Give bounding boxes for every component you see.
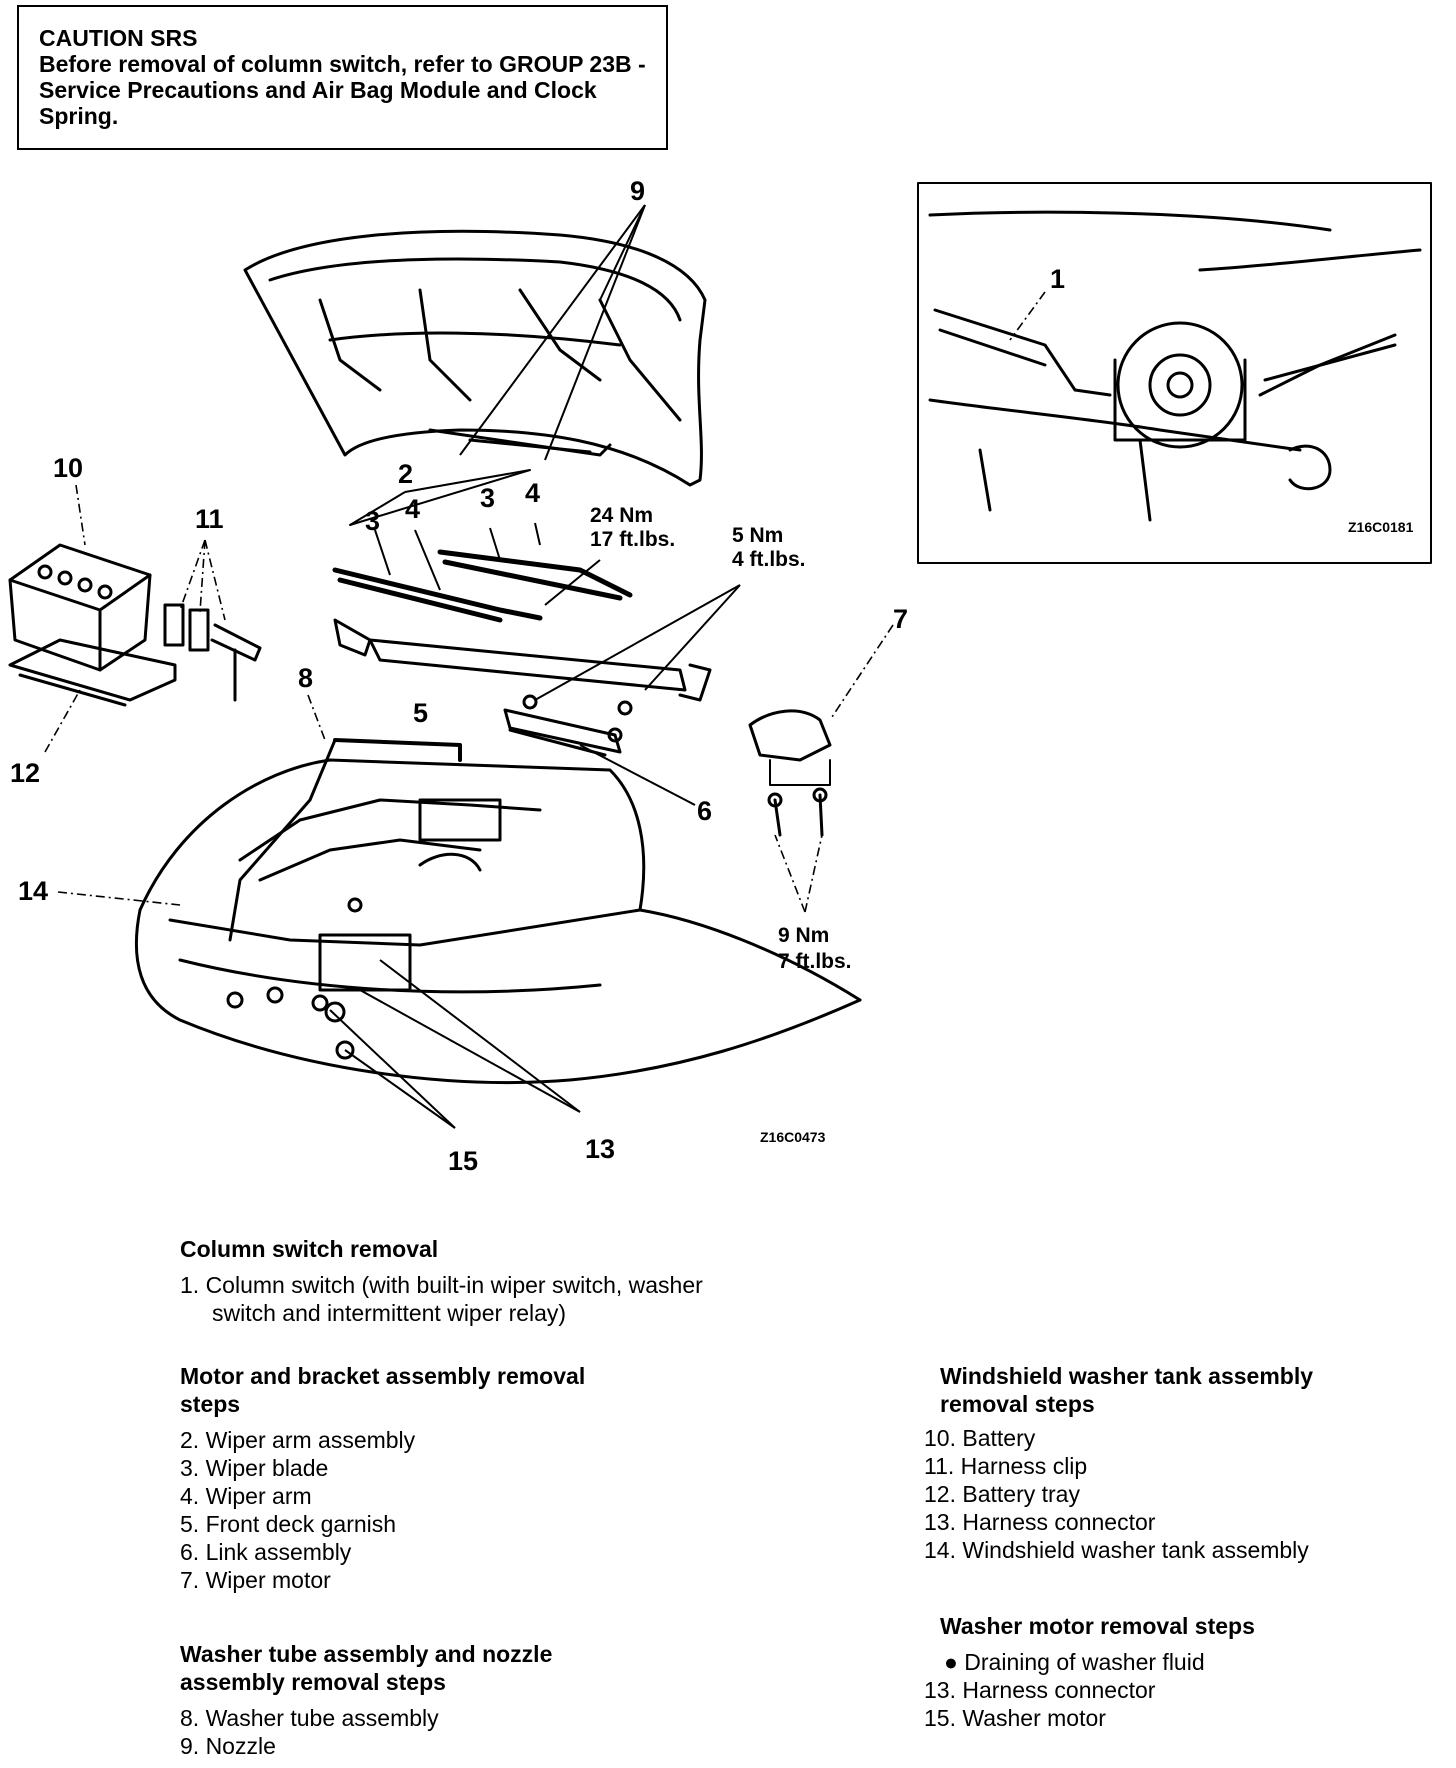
link-assembly-drawing xyxy=(503,694,633,757)
inset-figure-code: Z16C0181 xyxy=(1348,519,1414,535)
label-14: 14 xyxy=(18,876,48,906)
label-4b: 4 xyxy=(525,478,540,508)
torque-9-nm: 9 Nm xyxy=(778,924,829,947)
legend-washer-motor-item: ● Draining of washer fluid xyxy=(944,1649,1205,1675)
legend-column-heading: Column switch removal xyxy=(180,1236,439,1262)
part-labels: 9 10 11 2 3 4 3 4 7 8 5 12 6 14 13 15 1 xyxy=(10,176,1065,1176)
label-4a: 4 xyxy=(405,494,420,524)
label-13: 13 xyxy=(585,1134,615,1164)
arrow-lines xyxy=(329,204,741,1129)
washer-tube-drawing xyxy=(333,738,462,762)
label-10: 10 xyxy=(53,453,83,483)
legend-column-item: 1. Column switch (with built-in wiper sw… xyxy=(180,1272,703,1298)
exploded-diagram: 9 10 11 2 3 4 3 4 7 8 5 12 6 14 13 15 1 … xyxy=(8,176,1432,1176)
legend-tank-heading-2: removal steps xyxy=(940,1391,1095,1417)
legend-tube-item: 8. Washer tube assembly xyxy=(180,1705,439,1731)
legend-tank-heading-1: Windshield washer tank assembly xyxy=(940,1363,1314,1389)
legend-tank-item: 14. Windshield washer tank assembly xyxy=(924,1537,1309,1563)
leader-lines xyxy=(44,291,1046,913)
legend-washer-tube: Washer tube assembly and nozzle assembly… xyxy=(180,1640,552,1760)
legend-motor-heading-2: steps xyxy=(180,1391,241,1417)
legend-tube-heading-1: Washer tube assembly and nozzle xyxy=(180,1641,553,1667)
legend-washer-motor-heading: Washer motor removal steps xyxy=(940,1613,1255,1639)
legend-motor-item: 6. Link assembly xyxy=(180,1539,352,1565)
legend-column-switch: Column switch removal 1. Column switch (… xyxy=(180,1235,703,1327)
torque-labels: 24 Nm 17 ft.lbs. 5 Nm 4 ft.lbs. 9 Nm 7 f… xyxy=(590,504,852,973)
label-2: 2 xyxy=(398,459,413,489)
legend-washer-motor-item: 15. Washer motor xyxy=(924,1705,1106,1731)
legend-tube-heading-2: assembly removal steps xyxy=(180,1669,446,1695)
legend-tube-item: 9. Nozzle xyxy=(180,1733,276,1759)
legend-motor-heading-1: Motor and bracket assembly removal xyxy=(180,1363,586,1389)
torque-24-nm: 24 Nm xyxy=(590,504,653,527)
torque-24-ft: 17 ft.lbs. xyxy=(590,528,675,551)
legend-washer-motor: Washer motor removal steps ● Draining of… xyxy=(924,1612,1255,1732)
legend-washer-tank: Windshield washer tank assembly removal … xyxy=(924,1362,1314,1564)
deck-garnish-drawing xyxy=(333,618,712,702)
legend-tank-item: 12. Battery tray xyxy=(924,1481,1080,1507)
label-6: 6 xyxy=(697,796,712,826)
legend-motor-item: 7. Wiper motor xyxy=(180,1567,331,1593)
label-1: 1 xyxy=(1050,264,1065,294)
label-11: 11 xyxy=(195,504,224,534)
label-3b: 3 xyxy=(480,483,495,513)
label-12: 12 xyxy=(10,758,40,788)
legend-column-item-cont: switch and intermittent wiper relay) xyxy=(212,1300,567,1326)
label-9: 9 xyxy=(630,176,645,206)
label-15: 15 xyxy=(448,1146,478,1176)
caution-title: CAUTION SRS xyxy=(39,25,198,51)
legend-motor-item: 5. Front deck garnish xyxy=(180,1511,397,1537)
harness-clip-drawing xyxy=(163,603,262,702)
label-7: 7 xyxy=(893,604,908,634)
legend-motor-item: 2. Wiper arm assembly xyxy=(180,1427,416,1453)
wiper-parts-drawing xyxy=(332,469,633,623)
legend-motor-item: 4. Wiper arm xyxy=(180,1483,312,1509)
torque-9-ft: 7 ft.lbs. xyxy=(778,950,852,973)
hood-drawing xyxy=(243,229,707,487)
legend-tank-item: 10. Battery xyxy=(924,1425,1036,1451)
legend-motor-item: 3. Wiper blade xyxy=(180,1455,329,1481)
legend-tank-item: 11. Harness clip xyxy=(924,1453,1088,1479)
main-figure-code: Z16C0473 xyxy=(760,1129,826,1145)
wiper-motor-drawing xyxy=(748,709,832,837)
label-5: 5 xyxy=(413,698,428,728)
caution-body: Before removal of column switch, refer t… xyxy=(39,51,646,129)
inset-frame xyxy=(917,182,1432,564)
legend-washer-motor-item: 13. Harness connector xyxy=(924,1677,1156,1703)
battery-drawing xyxy=(8,543,152,672)
caution-box: CAUTION SRS Before removal of column swi… xyxy=(17,5,668,150)
label-3a: 3 xyxy=(365,506,380,536)
torque-5-nm: 5 Nm xyxy=(732,524,783,547)
legend-motor-bracket: Motor and bracket assembly removal steps… xyxy=(180,1362,585,1594)
battery-tray-drawing xyxy=(8,638,177,707)
car-body-drawing xyxy=(134,758,862,1084)
legend-tank-item: 13. Harness connector xyxy=(924,1509,1156,1535)
torque-5-ft: 4 ft.lbs. xyxy=(732,548,806,571)
column-switch-drawing xyxy=(928,210,1422,522)
label-8: 8 xyxy=(298,663,313,693)
